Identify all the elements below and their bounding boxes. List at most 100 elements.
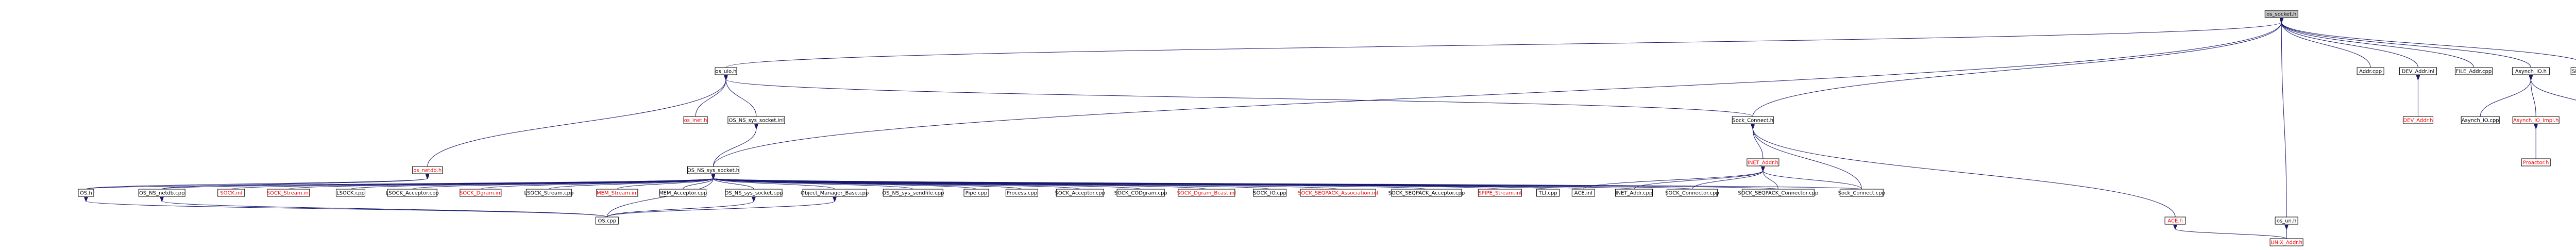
node-os_ns_netdb_cpp[interactable]: OS_NS_netdb.cpp (138, 189, 185, 197)
node-ace_h[interactable]: ACE.h (2164, 216, 2186, 225)
edge-os_netdb_h-to-os_uio (427, 79, 726, 167)
node-label: Proactor.h (2523, 160, 2549, 166)
node-label: SOCK_Dgram_Bcast.inl (1177, 191, 1236, 196)
node-asynch_io_impl_h[interactable]: Asynch_IO_Impl.h (2512, 116, 2560, 124)
node-box (1391, 189, 1462, 197)
node-label: OS_NS_netdb.cpp (139, 191, 185, 196)
node-label: SOCK.inl (220, 191, 242, 196)
dependency-edges (86, 22, 2576, 239)
node-label: OS_NS_sys_sendfile.cpp (882, 191, 944, 196)
node-label: SOCK_SEQPACK_Connector.cpp (1738, 191, 1818, 196)
node-os_un_h[interactable]: os_un.h (2275, 216, 2298, 225)
node-sock_seqpack_connector_cpp[interactable]: SOCK_SEQPACK_Connector.cpp (1738, 189, 1818, 197)
node-os_uio[interactable]: os_uio.h (715, 67, 737, 75)
node-label: Sock_Connect.h (1732, 118, 1773, 124)
node-sock_seqpack_acceptor_cpp[interactable]: SOCK_SEQPACK_Acceptor.cpp (1388, 189, 1465, 197)
node-box (802, 189, 867, 197)
node-sock_seqpack_association_inl[interactable]: SOCK_SEQPACK_Association.inl (1298, 189, 1378, 197)
node-asynch_io_h[interactable]: Asynch_IO.h (2512, 67, 2550, 75)
node-os_socket[interactable]: os_socket.h (2264, 10, 2298, 18)
node-sock_io_cpp[interactable]: SOCK_IO.cpp (1253, 189, 1287, 197)
node-sock_connect_h[interactable]: Sock_Connect.h (1732, 116, 1774, 124)
node-asynch_io_cpp[interactable]: Asynch_IO.cpp (2461, 116, 2500, 124)
edge-sock_connector_cpp-to-inet_addr_h (1691, 171, 1762, 190)
node-label: LSOCK.cpp (336, 191, 365, 196)
edge-addr_cpp-to-os_socket (2281, 22, 2371, 68)
edge-os_un_h-to-os_socket (2281, 22, 2287, 218)
node-pipe_cpp[interactable]: Pipe.cpp (963, 189, 989, 197)
node-tli_cpp[interactable]: TLI.cpp (1536, 189, 1560, 197)
node-label: Asynch_IO.cpp (2462, 118, 2499, 124)
node-label: DEV_Addr.inl (2402, 69, 2435, 75)
node-lsock_stream_cpp[interactable]: LSOCK_Stream.cpp (524, 189, 573, 197)
node-label: MEM_Acceptor.cpp (659, 191, 707, 196)
node-label: SOCK_IO.cpp (1253, 191, 1286, 196)
edge-lsock_stream_cpp-to-os_ns_sys_socket_h (548, 178, 713, 190)
node-box (335, 189, 365, 197)
node-sock_dgram_inl[interactable]: SOCK_Dgram.inl (460, 189, 502, 197)
node-os_h[interactable]: OS.h (78, 189, 94, 197)
node-os_ns_sys_sendfile_cpp[interactable]: OS_NS_sys_sendfile.cpp (882, 189, 944, 197)
node-label: OS.h (80, 191, 92, 196)
node-inet_addr_h[interactable]: INET_Addr.h (1747, 158, 1780, 166)
node-box (883, 189, 943, 197)
node-box (412, 166, 443, 174)
node-sock_connector_cpp[interactable]: SOCK_Connector.cpp (1665, 189, 1719, 197)
node-inet_addr_cpp[interactable]: INET_Addr.cpp (1615, 189, 1653, 197)
node-box (526, 189, 572, 197)
node-os_ns_sys_socket_inl[interactable]: OS_NS_sys_socket.inl (727, 116, 785, 124)
node-label: ACE.inl (1574, 191, 1592, 196)
node-spipe_addr_cpp[interactable]: SPIPE_Addr.cpp (2570, 67, 2576, 75)
edge-object_manager_base_cpp-to-os_ns_sys_socket_h (713, 178, 835, 190)
node-sock_stream_inl[interactable]: SOCK_Stream.inl (267, 189, 310, 197)
node-process_cpp[interactable]: Process.cpp (1005, 189, 1038, 197)
node-addr_cpp[interactable]: Addr.cpp (2357, 67, 2384, 75)
node-spipe_stream_inl[interactable]: SPIPE_Stream.inl (1478, 189, 1522, 197)
node-lsock_acceptor_cpp[interactable]: LSOCK_Acceptor.cpp (386, 189, 439, 197)
node-os_inet[interactable]: os_inet.h (683, 116, 708, 124)
edge-os_ns_sys_sendfile_cpp-to-os_ns_sys_socket_h (713, 178, 913, 190)
node-sock_inl[interactable]: SOCK.inl (217, 189, 245, 197)
node-box (2264, 10, 2298, 18)
node-mem_acceptor_cpp[interactable]: MEM_Acceptor.cpp (659, 189, 707, 197)
node-os_ns_sys_socket_h[interactable]: OS_NS_sys_socket.h (687, 166, 739, 174)
node-os_netdb_h[interactable]: os_netdb.h (412, 166, 443, 174)
node-lsock_cpp[interactable]: LSOCK.cpp (335, 189, 365, 197)
node-box (1666, 189, 1718, 197)
node-label: LSOCK_Stream.cpp (524, 191, 573, 196)
node-proactor_h[interactable]: Proactor.h (2521, 158, 2551, 166)
node-box (687, 166, 739, 174)
node-label: TLI.cpp (1538, 191, 1557, 196)
node-unix_addr_h[interactable]: UNIX_Addr.h (2269, 238, 2303, 246)
node-box (138, 189, 185, 197)
edge-sock_dgram_inl-to-os_ns_sys_socket_h (480, 178, 714, 190)
node-file_addr_cpp[interactable]: FILE_Addr.cpp (2454, 67, 2493, 75)
node-box (595, 216, 619, 225)
node-ace_inl[interactable]: ACE.inl (1571, 189, 1595, 197)
node-dev_addr_inl[interactable]: DEV_Addr.inl (2399, 67, 2437, 75)
node-os_ns_sys_socket_cpp[interactable]: OS_NS_sys_socket.cpp (724, 189, 783, 197)
edge-os_cpp-to-object_manager_base_cpp (606, 201, 835, 218)
node-dev_addr_h[interactable]: DEV_Addr.h (2402, 116, 2433, 124)
node-mem_stream_inl[interactable]: MEM_Stream.inl (596, 189, 638, 197)
node-sock_dgram_bcast_inl[interactable]: SOCK_Dgram_Bcast.inl (1177, 189, 1236, 197)
node-object_manager_base_cpp[interactable]: Object_Manager_Base.cpp (801, 189, 869, 197)
node-sock_acceptor_cpp[interactable]: SOCK_Acceptor.cpp (1055, 189, 1106, 197)
node-sock_codgram_cpp[interactable]: SOCK_CODgram.cpp (1114, 189, 1167, 197)
node-box (1056, 189, 1104, 197)
node-label: UNIX_Addr.h (2270, 240, 2302, 246)
edge-file_addr_cpp-to-os_socket (2281, 22, 2474, 68)
node-sock_connect_cpp[interactable]: Sock_Connect.cpp (1838, 189, 1885, 197)
node-label: OS_NS_sys_socket.cpp (724, 191, 783, 196)
node-label: ACE.h (2167, 219, 2182, 224)
edge-sock_connect_cpp-to-inet_addr_h (1763, 171, 1862, 190)
edge-inet_addr_cpp-to-inet_addr_h (1633, 171, 1762, 190)
node-box (1732, 116, 1774, 124)
edge-asynch_io_cpp-to-asynch_io_h (2480, 79, 2531, 117)
node-box (2461, 116, 2500, 124)
node-label: INET_Addr.cpp (1616, 191, 1653, 196)
node-box (1178, 189, 1235, 197)
node-box (387, 189, 437, 197)
node-os_cpp[interactable]: OS.cpp (595, 216, 619, 225)
